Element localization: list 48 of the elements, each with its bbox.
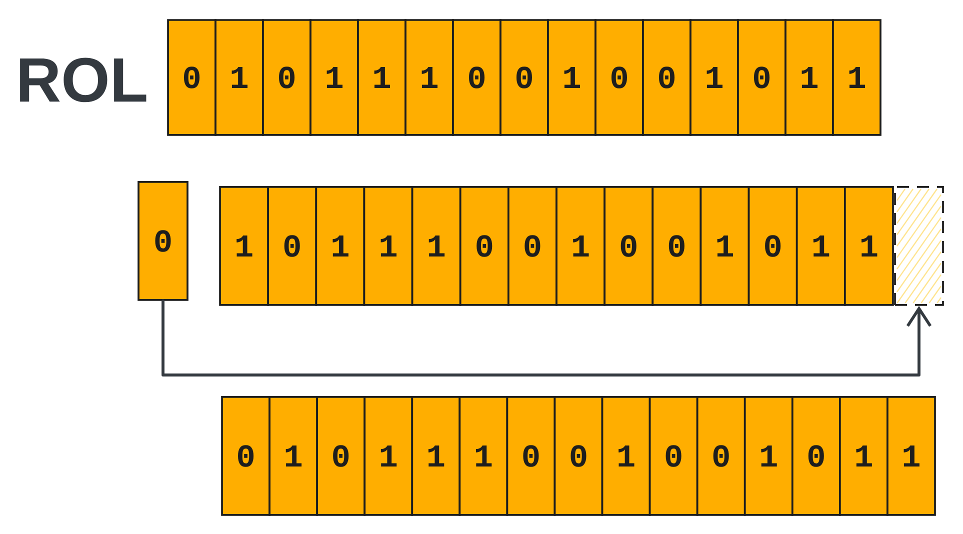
bit-cell: 0 xyxy=(267,186,318,306)
bit-cell: 1 xyxy=(601,396,651,516)
bit-cell: 1 xyxy=(796,186,846,306)
bit-cell: 0 xyxy=(594,19,644,136)
bit-cell: 0 xyxy=(138,181,188,301)
bit-cell: 1 xyxy=(700,186,750,306)
bit-cell: 1 xyxy=(411,186,462,306)
bit-cell: 1 xyxy=(744,396,794,516)
bit-cell: 0 xyxy=(642,19,692,136)
bit-cell: 0 xyxy=(648,396,698,516)
title: ROL xyxy=(20,58,146,102)
bit-cell: 0 xyxy=(696,396,746,516)
bit-cell: 0 xyxy=(748,186,798,306)
bit-cell: 1 xyxy=(832,19,882,136)
bit-cell: 0 xyxy=(604,186,654,306)
bit-cell: 0 xyxy=(652,186,702,306)
bit-cell: 1 xyxy=(547,19,596,136)
bit-cell: 0 xyxy=(452,19,502,136)
bit-cell: 1 xyxy=(268,396,318,516)
bit-cell: 1 xyxy=(458,396,508,516)
bit-cell: 0 xyxy=(167,19,216,136)
bit-cell: 1 xyxy=(690,19,739,136)
bit-cell: 1 xyxy=(404,19,454,136)
arrow xyxy=(162,299,932,376)
bit-cell: 0 xyxy=(500,19,549,136)
bit-cell: 1 xyxy=(886,396,936,516)
bit-cell: 0 xyxy=(737,19,786,136)
bit-cell: 0 xyxy=(506,396,556,516)
bit-cell: 1 xyxy=(357,19,406,136)
bit-cell: 1 xyxy=(214,19,264,136)
bit-cell: 1 xyxy=(364,396,414,516)
bit-cell: 1 xyxy=(310,19,359,136)
bit-cell: 1 xyxy=(315,186,366,306)
bit-cell: 0 xyxy=(554,396,604,516)
bit-cell: 0 xyxy=(791,396,841,516)
bit-cell: 0 xyxy=(459,186,510,306)
bit-cell: 1 xyxy=(556,186,606,306)
bit-cell: 1 xyxy=(839,396,888,516)
bit-cell: 1 xyxy=(219,186,270,306)
bit-cell: 1 xyxy=(844,186,894,306)
bit-cell: 1 xyxy=(784,19,834,136)
bit-cell: 0 xyxy=(262,19,312,136)
bit-cell: 0 xyxy=(221,396,270,516)
bit-cell: 0 xyxy=(508,186,558,306)
bit-cell: 0 xyxy=(316,396,366,516)
empty-slot xyxy=(894,186,944,306)
bit-cell: 1 xyxy=(363,186,414,306)
bit-cell: 1 xyxy=(411,396,461,516)
